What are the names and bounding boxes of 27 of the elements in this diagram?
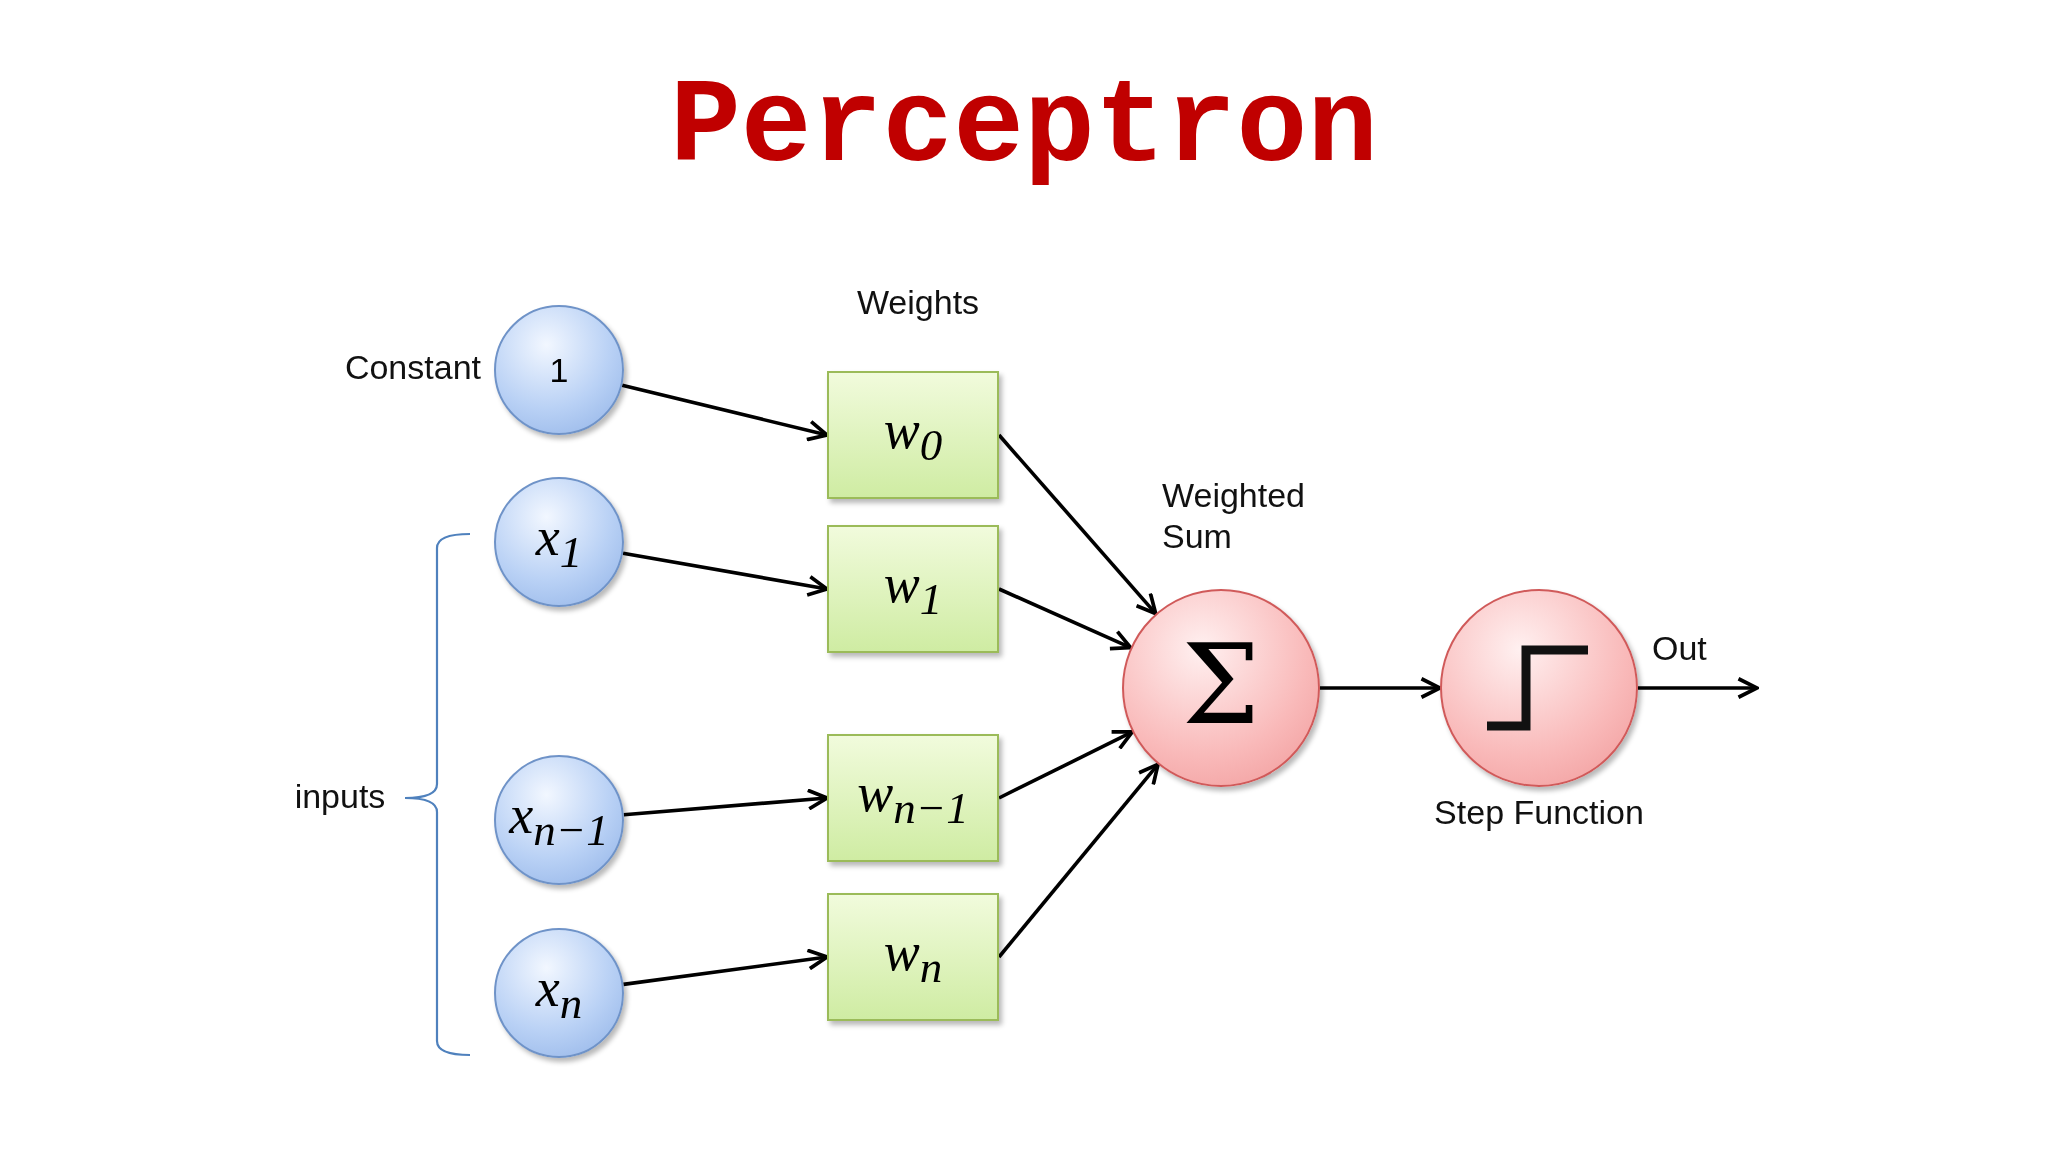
arrow bbox=[621, 383, 829, 442]
weight-box bbox=[827, 371, 999, 499]
node-label: w$_{1}$ bbox=[883, 556, 943, 622]
arrow bbox=[998, 730, 1135, 800]
node-label: w$_{n−1}$ bbox=[857, 765, 969, 831]
title: Perceptron bbox=[669, 62, 1379, 195]
group-label: inputs bbox=[293, 776, 387, 817]
weight-box bbox=[827, 525, 999, 653]
node-label: w$_{0}$ bbox=[883, 402, 943, 468]
node-label: x$_{1}$ bbox=[535, 509, 583, 575]
node-caption: Constant bbox=[344, 347, 481, 388]
arrow bbox=[998, 587, 1133, 651]
arrow bbox=[1638, 676, 1759, 700]
sigma-symbol: Σ bbox=[1182, 630, 1260, 740]
node-caption: Step Function bbox=[1433, 792, 1645, 833]
node-label: w$_{n}$ bbox=[883, 924, 943, 990]
node-label: x$_{n}$ bbox=[535, 960, 583, 1026]
column-heading: Weights bbox=[855, 282, 981, 323]
weight-box bbox=[827, 734, 999, 862]
arrow bbox=[623, 948, 829, 987]
node-label: x$_{n−1}$ bbox=[509, 787, 609, 853]
node-caption: Weighted Sum bbox=[1162, 475, 1307, 557]
arrow bbox=[622, 551, 829, 597]
arrow bbox=[623, 788, 829, 817]
arrow bbox=[1320, 676, 1442, 700]
weight-box bbox=[827, 893, 999, 1021]
node-label: 1 bbox=[549, 353, 569, 387]
